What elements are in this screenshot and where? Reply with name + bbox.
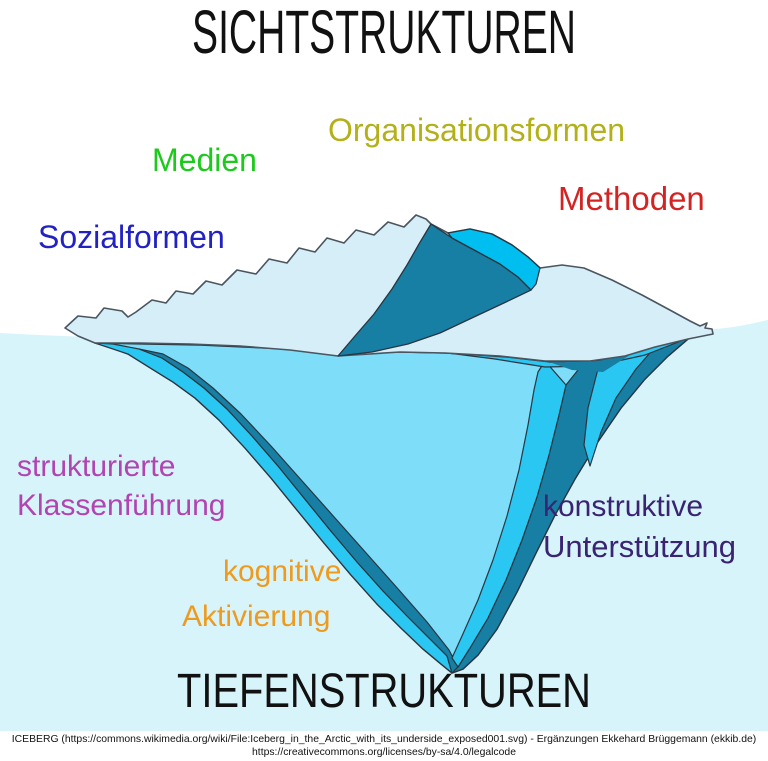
- label-kognitive-aktivierung-line1: kognitive: [223, 555, 342, 588]
- deep-title: TIEFENSTRUKTUREN: [177, 665, 591, 718]
- page-title: SICHTSTRUKTUREN: [192, 0, 576, 66]
- attribution-license-line: https://creativecommons.org/licenses/by-…: [252, 747, 516, 758]
- attribution-footer: ICEBERG (https://commons.wikimedia.org/w…: [0, 731, 768, 761]
- label-sozialformen: Sozialformen: [38, 219, 225, 255]
- label-methoden: Methoden: [558, 180, 705, 217]
- underwater-cyan-right-sliver: [451, 360, 567, 668]
- label-organisationsformen: Organisationsformen: [328, 112, 626, 148]
- label-strukturierte-klassenfuehrung-line1: strukturierte: [17, 450, 176, 483]
- underwater-dark-hump-sliver: [552, 355, 630, 372]
- label-konstruktive-unterstuetzung-line2: Unterstützung: [543, 529, 736, 564]
- attribution-source-line: ICEBERG (https://commons.wikimedia.org/w…: [11, 734, 757, 745]
- label-kognitive-aktivierung-line2: Aktivierung: [182, 600, 331, 633]
- label-medien: Medien: [152, 142, 257, 178]
- iceberg-cyan-face: [447, 228, 541, 291]
- label-strukturierte-klassenfuehrung-line2: Klassenführung: [17, 489, 226, 522]
- label-konstruktive-unterstuetzung-line1: konstruktive: [543, 490, 704, 523]
- underwater-dark-left-band: [138, 348, 459, 674]
